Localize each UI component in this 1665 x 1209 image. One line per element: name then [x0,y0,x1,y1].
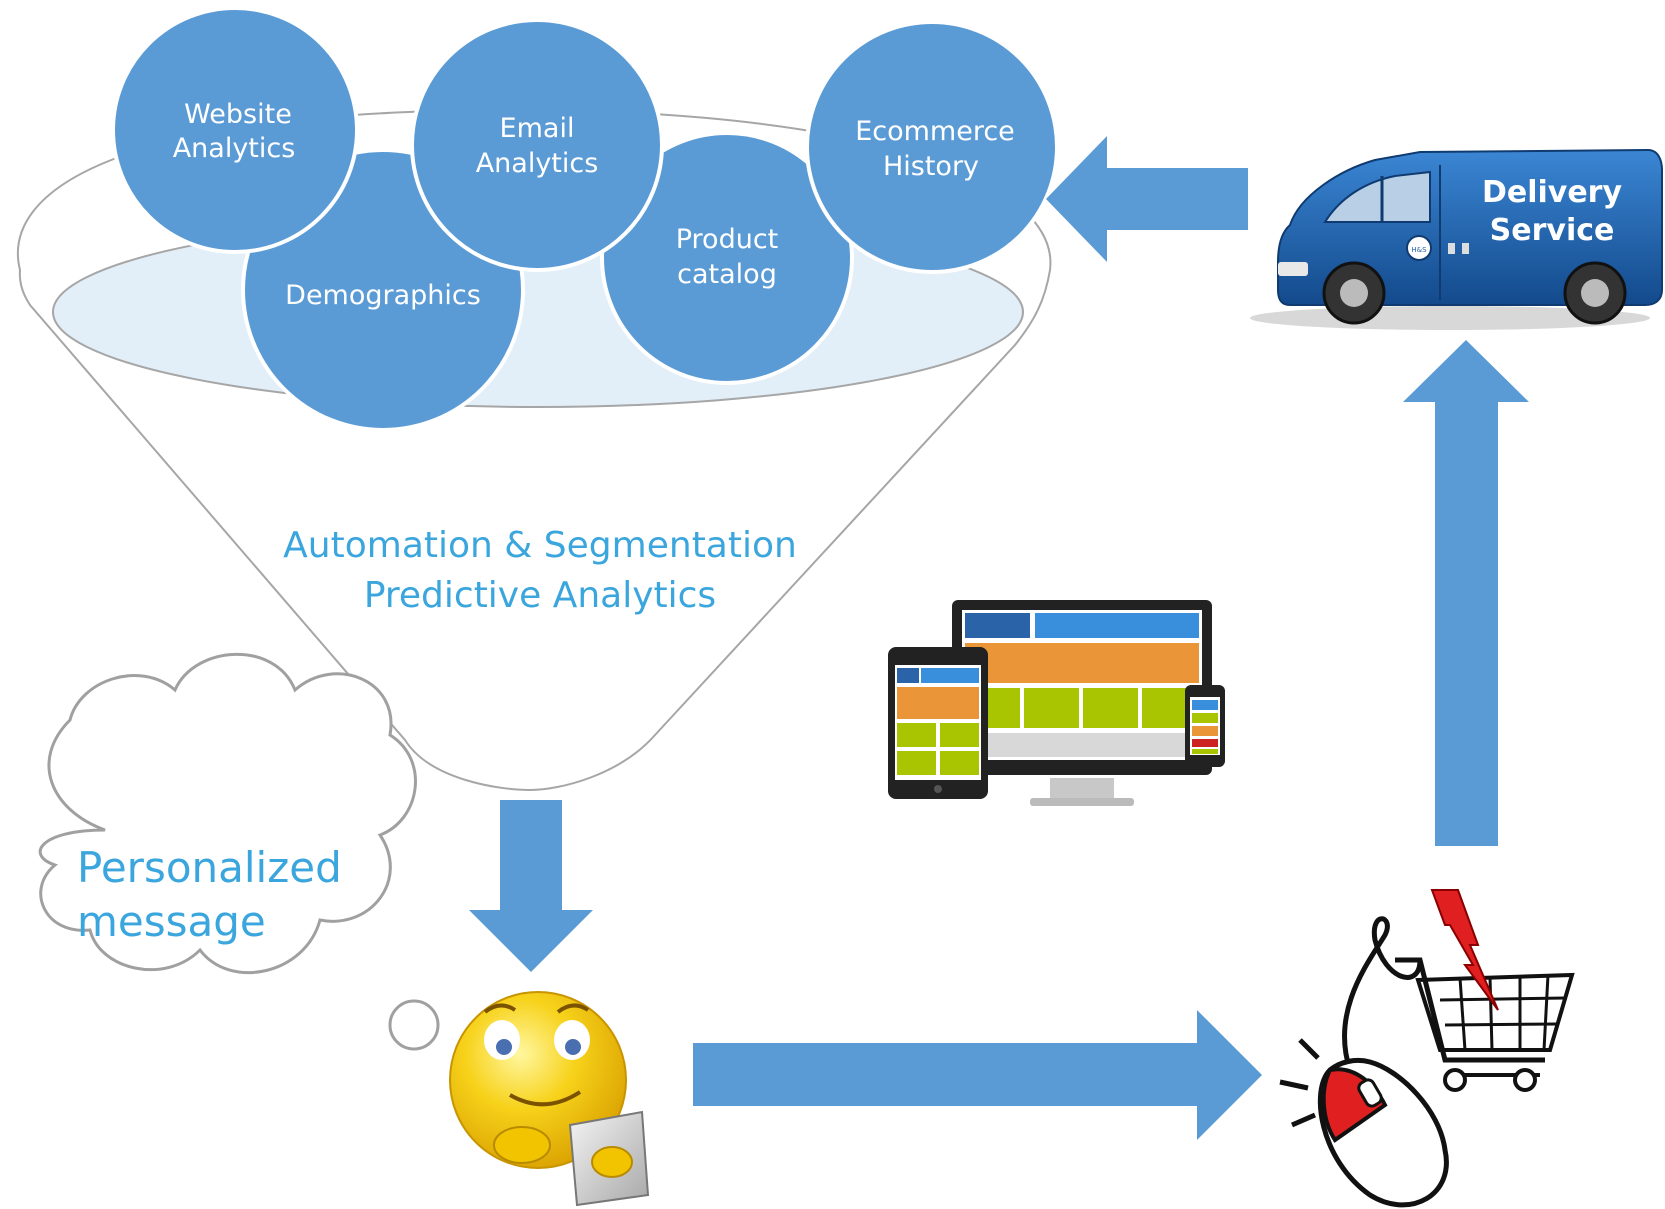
source-bubble-product-catalog: Product catalog [600,131,854,385]
bubble-label-product-line2: catalog [677,259,777,290]
source-bubble-email-analytics: Email Analytics [410,18,664,272]
van-label-line2: Service [1490,213,1615,248]
bubble-label-demographics: Demographics [285,280,481,311]
bubble-label-email-line2: Analytics [476,148,599,179]
bubble-label-product-line1: Product [676,224,779,255]
devices-icon [888,600,1225,806]
van-label-line1: Delivery [1482,175,1623,210]
mouse-cart-icon [1279,889,1575,1208]
cloud-label-line2: message [77,897,266,946]
funnel-caption-line2: Predictive Analytics [364,575,716,616]
funnel-caption-line1: Automation & Segmentation [283,525,797,566]
bubble-label-email-line1: Email [500,113,575,144]
source-bubble-website-analytics: Website Analytics [111,6,359,254]
arrow-left [1046,136,1248,262]
thought-cloud: Personalized message [38,652,496,1090]
arrow-down [469,800,593,972]
smiley-tablet-icon [449,991,650,1207]
delivery-van-icon: H&S Delivery Service [1250,148,1663,330]
bubble-label-website-line1: Website [184,99,292,130]
arrow-up [1403,340,1529,846]
arrow-right [693,1010,1262,1140]
cloud-label-line1: Personalized [77,843,342,892]
van-badge: H&S [1411,246,1427,254]
source-bubble-ecommerce-history: Ecommerce History [805,20,1059,274]
bubble-label-website-line2: Analytics [173,133,296,164]
bubble-label-ecommerce-line2: History [883,151,979,182]
bubble-label-ecommerce-line1: Ecommerce [855,116,1015,147]
